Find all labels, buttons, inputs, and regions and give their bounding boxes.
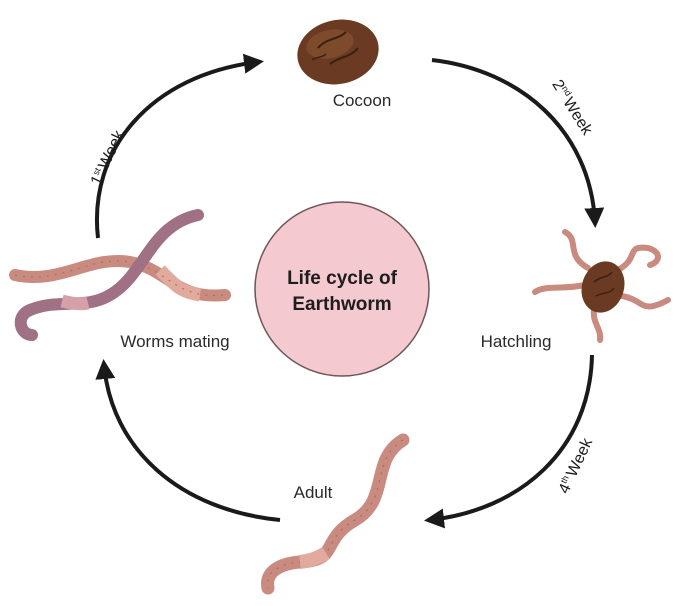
center-title-line1: Life cycle of — [287, 268, 397, 289]
arrow-cocoon-to-hatchling — [431, 58, 605, 228]
fourth-week-label: 4thWeek — [555, 434, 597, 497]
arrow-hatchling-to-adult — [424, 354, 594, 529]
first-week-label: 1stWeek — [87, 127, 129, 189]
mating-label: Worms mating — [120, 332, 229, 351]
mating-worms-illustration — [9, 209, 231, 341]
hatchling-label: Hatchling — [481, 332, 552, 351]
center-title-line2: Earthworm — [292, 294, 391, 315]
second-week-sup: nd — [560, 84, 574, 98]
second-week-label: 2ndWeek — [548, 76, 596, 139]
svg-text:2ndWeek: 2ndWeek — [548, 76, 596, 139]
hatchling-illustration — [532, 229, 671, 343]
arrow-mating-to-cocoon — [94, 53, 264, 239]
adult-label: Adult — [294, 483, 333, 502]
first-week-word: Week — [95, 127, 128, 172]
cocoon-illustration — [297, 19, 379, 85]
arrow-adult-to-mating — [95, 359, 281, 522]
svg-text:4thWeek: 4thWeek — [555, 434, 597, 496]
center-circle — [254, 201, 430, 377]
cocoon-label: Cocoon — [333, 91, 392, 110]
svg-text:1stWeek: 1stWeek — [87, 127, 128, 189]
fourth-week-sup: th — [559, 474, 571, 485]
first-week-sup: st — [91, 166, 103, 177]
adult-worm-illustration — [261, 433, 410, 595]
